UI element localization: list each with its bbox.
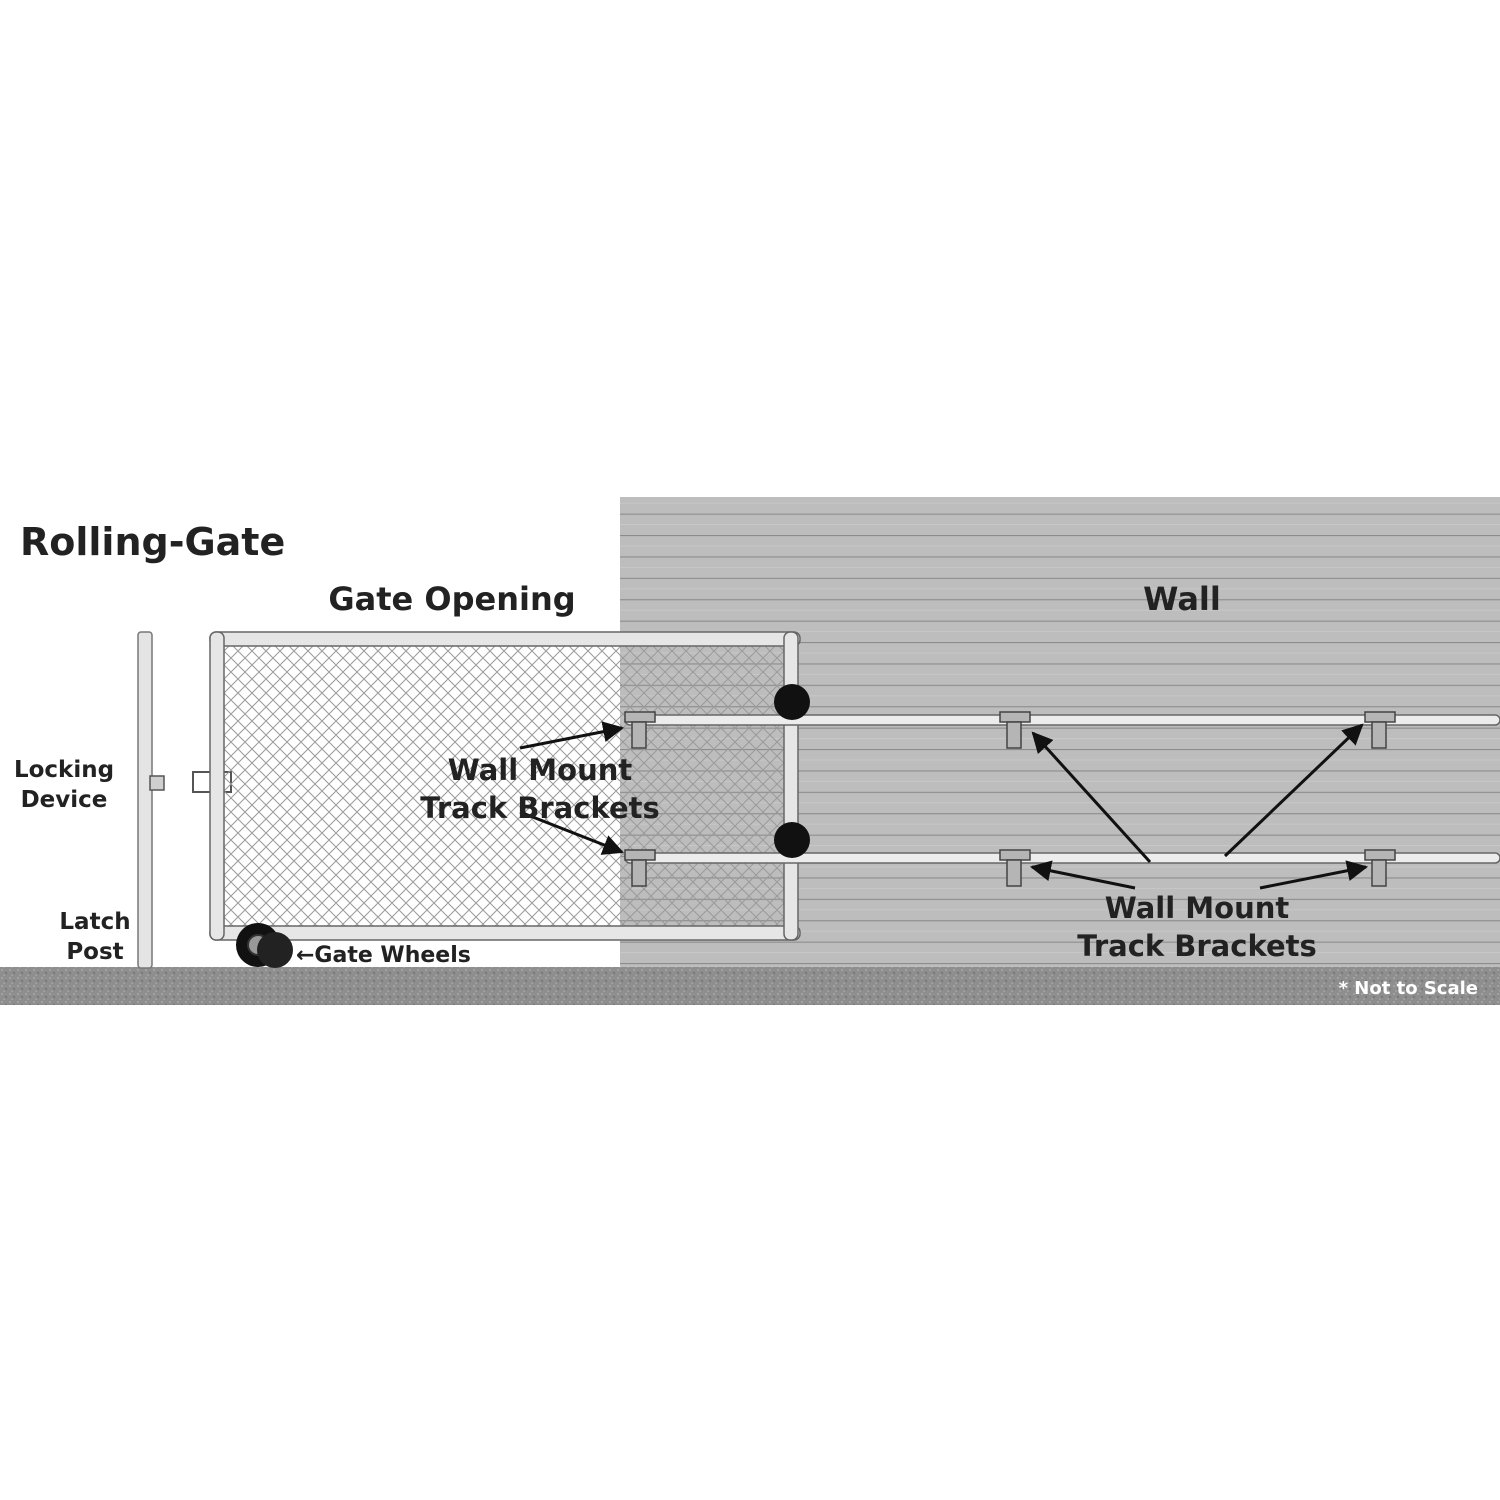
brackets-right-label-line2: Track Brackets	[1077, 929, 1317, 963]
bracket-2	[624, 849, 656, 887]
latch-post	[137, 631, 153, 969]
bracket-5	[1364, 711, 1396, 749]
bracket-arrows	[519, 721, 1369, 890]
track-brackets	[624, 711, 1396, 887]
arrow-left-top	[519, 721, 625, 750]
gate-wheels	[236, 923, 293, 968]
ground	[0, 967, 1500, 1005]
arrow-left-bottom	[519, 810, 624, 855]
locking-device-label-line1: Locking	[14, 757, 114, 783]
bracket-4	[999, 849, 1031, 887]
bracket-6	[1364, 849, 1396, 887]
track-rollers	[774, 684, 810, 858]
brackets-left-label-line1: Wall Mount	[448, 753, 633, 787]
bracket-3	[999, 711, 1031, 749]
latch-post-label-line2: Post	[66, 939, 123, 965]
arrow-right-2	[1223, 723, 1364, 858]
arrow-right-1	[1031, 731, 1152, 864]
track-rails	[624, 714, 1500, 864]
gate-opening-label: Gate Opening	[328, 580, 575, 618]
locking-device-label-line2: Device	[21, 787, 108, 813]
latch-post-label-line1: Latch	[59, 909, 130, 935]
diagram-title: Rolling-Gate	[20, 520, 285, 564]
wall-label: Wall	[1143, 580, 1221, 618]
brackets-left-label-line2: Track Brackets	[420, 791, 660, 825]
not-to-scale-note: * Not to Scale	[1339, 978, 1478, 999]
bracket-1	[624, 711, 656, 749]
arrow-right-3	[1029, 860, 1136, 890]
brackets-right-label-line1: Wall Mount	[1105, 891, 1290, 925]
arrow-right-4	[1259, 860, 1369, 890]
gate-wheels-label: ←Gate Wheels	[296, 943, 471, 968]
gate-mesh	[222, 646, 790, 928]
